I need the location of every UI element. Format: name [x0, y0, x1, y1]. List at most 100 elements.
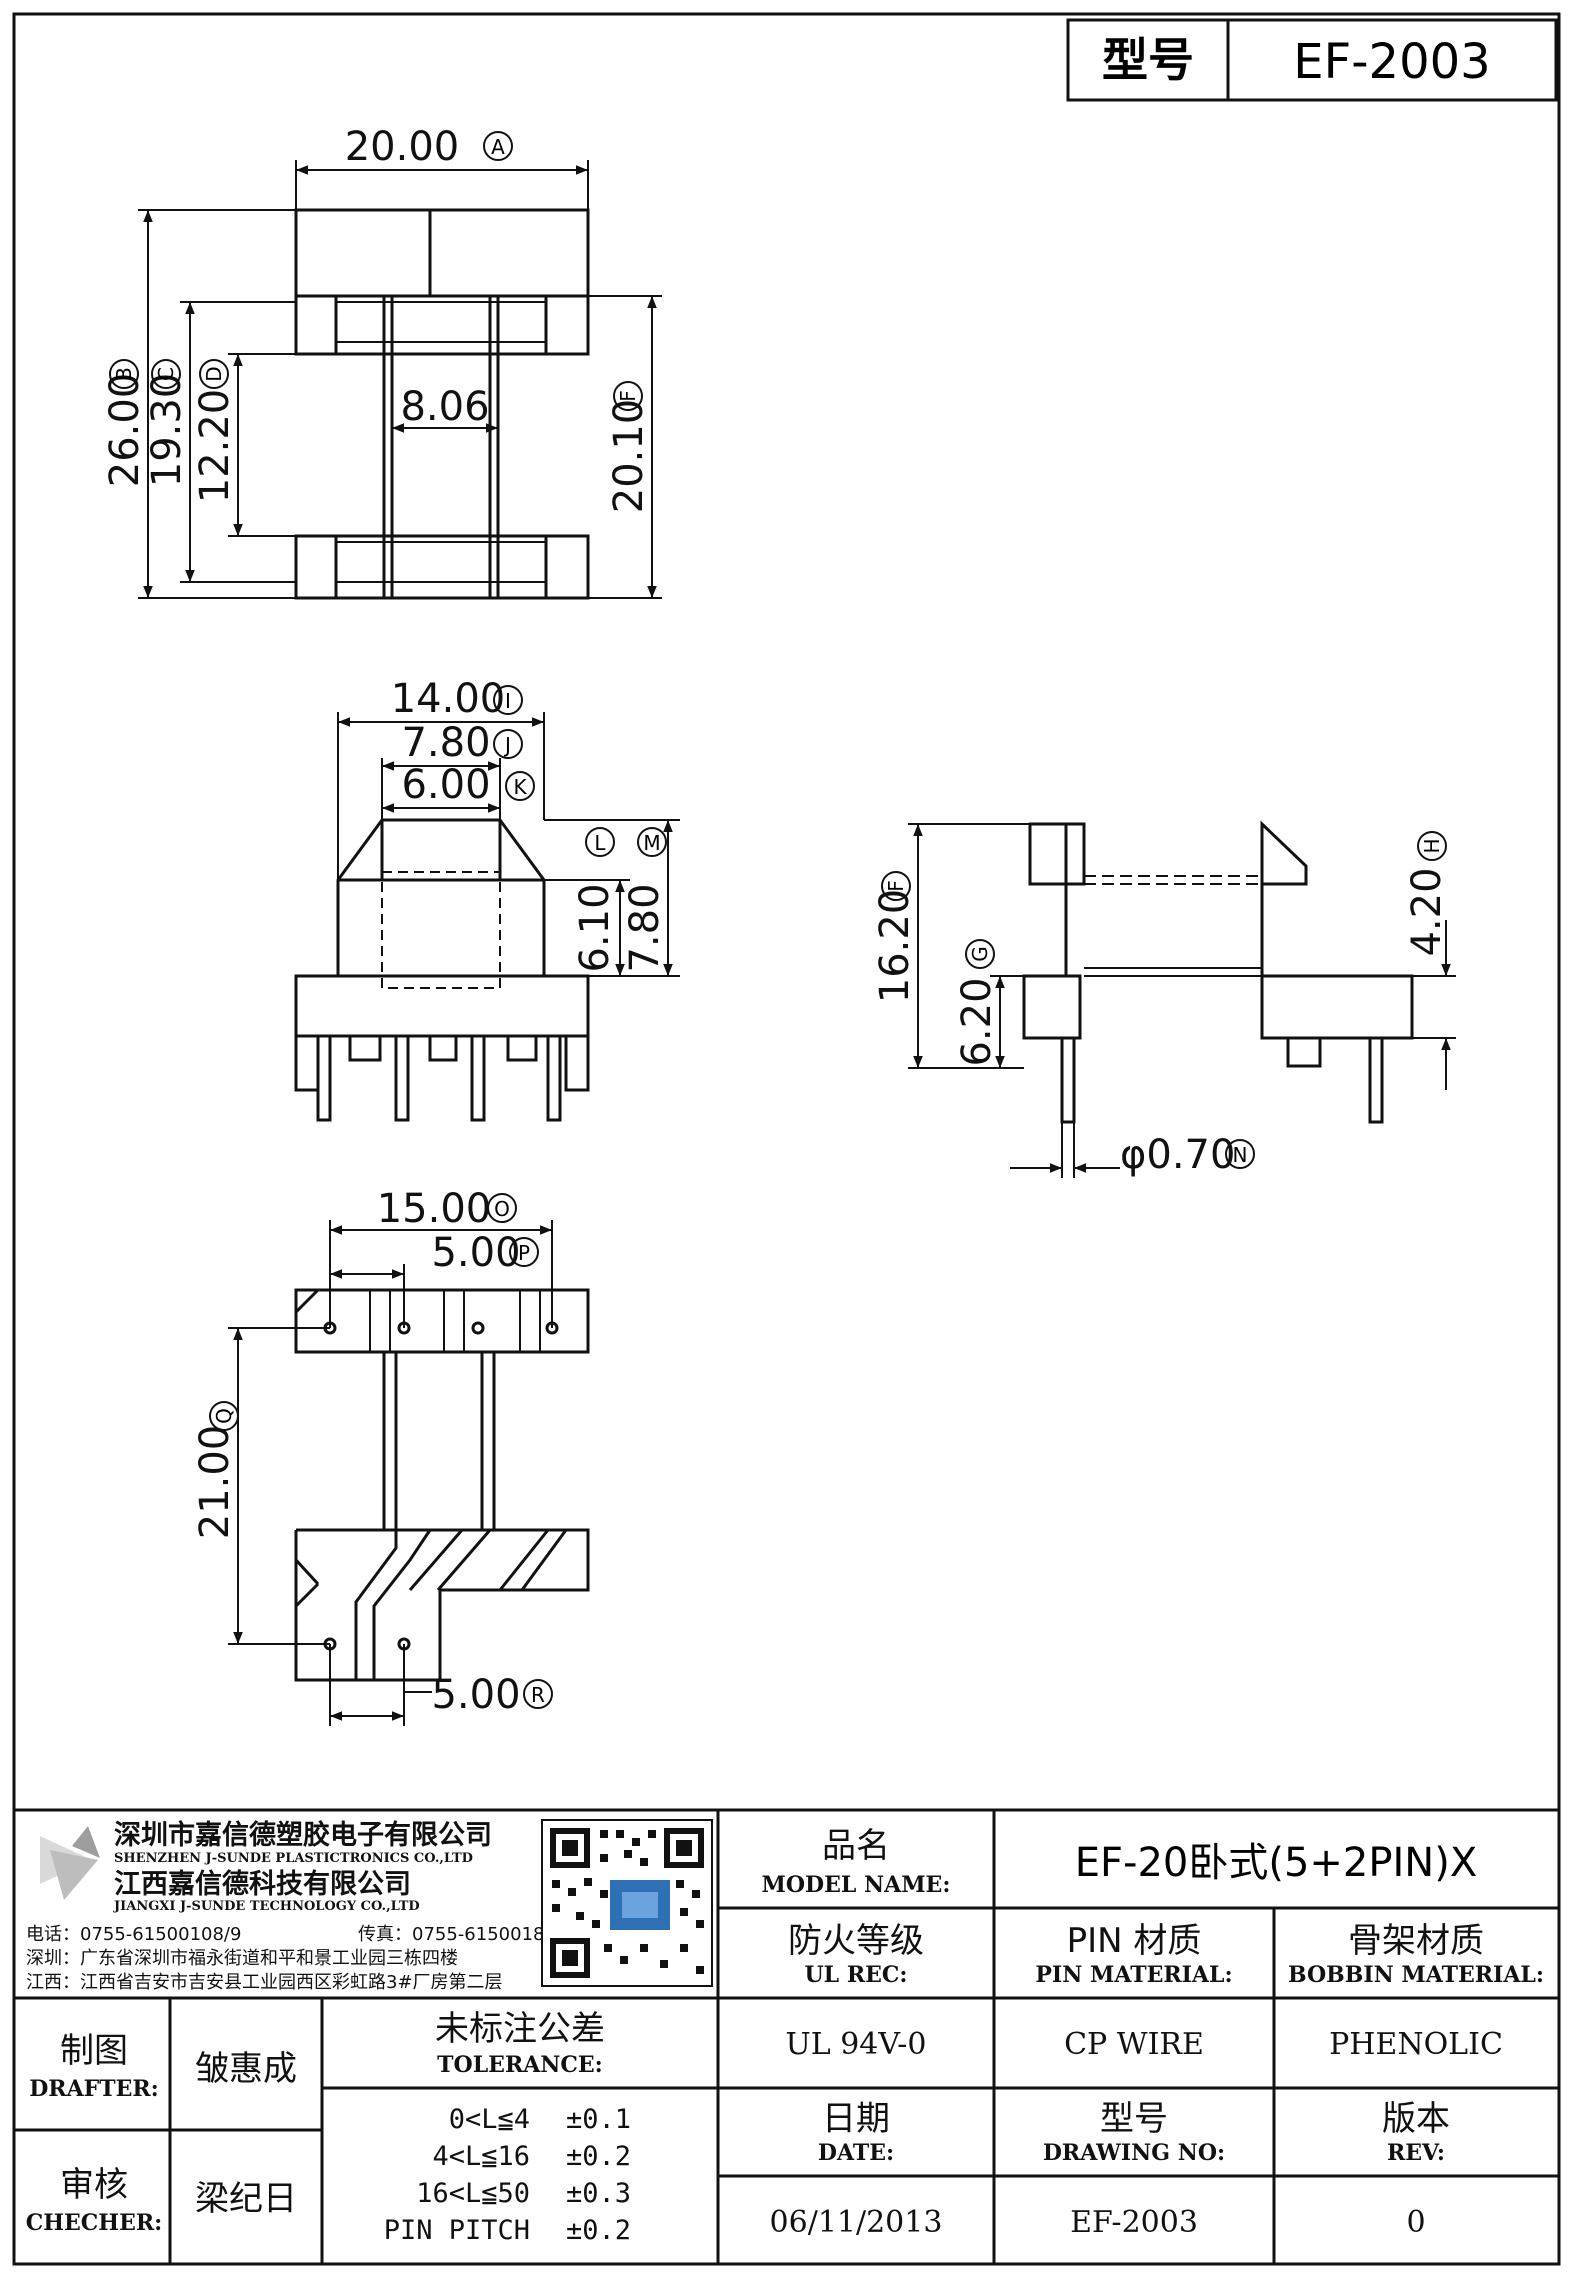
bottom-view [294, 1288, 590, 1682]
dim-L-letter: L [594, 831, 606, 855]
dim-L-value: 6.10 [572, 883, 618, 972]
dim-I-value: 14.00 [391, 676, 506, 722]
dim-L-balloon [585, 827, 615, 857]
drawing-no-label-zh: 型号 [1100, 2099, 1168, 2139]
tolerance-label-zh: 未标注公差 [435, 2009, 605, 2049]
ul-label-zh: 防火等级 [788, 1921, 924, 1961]
header-value: EF-2003 [1293, 34, 1490, 90]
dim-F-letter: F [616, 390, 640, 402]
dim-Q-balloon [209, 1401, 239, 1431]
dim-R-balloon [523, 1679, 553, 1709]
bottom-view-labels: 15.00 O 5.00 P Q 21.00 5.00 R [192, 1186, 553, 1718]
drawing-frame [12, 12, 1561, 2266]
header-label: 型号 [1102, 33, 1194, 87]
tol-range-2: 4<L≦16 [432, 2141, 530, 2172]
dim-F-value: 20.10 [606, 399, 652, 514]
checker-label-en: CHECHER: [26, 2210, 163, 2236]
dim-C-letter: C [154, 367, 178, 381]
dim-K-balloon [505, 771, 535, 801]
pin-material-label-zh: PIN 材质 [1067, 1921, 1202, 1961]
dim-J-letter: J [503, 733, 511, 757]
dim-F2-value: 16.20 [872, 889, 918, 1004]
dim-G-value: 6.20 [954, 977, 1000, 1066]
dim-G-letter: G [968, 946, 992, 962]
dim-O-letter: O [494, 1197, 510, 1221]
side-view [1022, 820, 1414, 1124]
dim-P-letter: P [518, 1241, 530, 1265]
company-name-1: 深圳市嘉信德塑胶电子有限公司 [114, 1819, 492, 1851]
header-box: 型号 EF-2003 [1066, 18, 1558, 102]
tol-value-4: ±0.2 [566, 2215, 631, 2246]
rev-value: 0 [1406, 2205, 1425, 2240]
dim-P-value: 5.00 [431, 1230, 520, 1276]
front-view-labels: 14.00 I 7.80 J 6.00 K L M 6.10 7.80 [391, 676, 668, 973]
drafter-label-zh: 制图 [60, 2031, 128, 2071]
dim-K-letter: K [513, 775, 527, 799]
company-name-2: 江西嘉信德科技有限公司 [114, 1869, 411, 1900]
dim-O-balloon [487, 1193, 517, 1223]
bobbin-material-label-en: BOBBIN MATERIAL: [1288, 1962, 1544, 1988]
dim-K-value: 6.00 [401, 762, 490, 808]
tol-range-4: PIN PITCH [384, 2215, 530, 2246]
company-phone: 电话：0755-61500108/9 [26, 1924, 241, 1945]
dim-G-balloon [965, 939, 995, 969]
company-addr-2: 江西：江西省吉安市吉安县工业园西区彩虹路3#厂房第二层 [26, 1972, 503, 1993]
rev-label-en: REV: [1387, 2140, 1445, 2166]
dim-M-balloon [637, 827, 667, 857]
top-view-dimensions [138, 160, 662, 599]
dim-D-balloon [199, 359, 229, 389]
drawing-no-label-en: DRAWING NO: [1043, 2140, 1225, 2166]
dim-J-balloon [493, 729, 523, 759]
dim-J-value: 7.80 [401, 720, 490, 766]
tol-value-2: ±0.2 [566, 2141, 631, 2172]
dim-C-balloon [151, 359, 181, 389]
tolerance-label-en: TOLERANCE: [437, 2052, 603, 2078]
dim-H-letter: H [1420, 838, 1444, 853]
checker-label-zh: 审核 [60, 2165, 128, 2205]
side-view-dimensions [908, 823, 1456, 1178]
dim-D-value: 12.20 [192, 389, 238, 504]
dim-I-balloon [493, 685, 523, 715]
company-en-1: SHENZHEN J-SUNDE PLASTICTRONICS CO.,LTD [114, 1851, 473, 1866]
model-value: EF-20卧式(5+2PIN)X [1075, 1840, 1477, 1886]
dim-F-balloon [613, 381, 643, 411]
dim-Q-value: 21.00 [192, 1425, 238, 1540]
title-block-grid [14, 1808, 1559, 2264]
company-en-2: JIANGXI J-SUNDE TECHNOLOGY CO.,LTD [113, 1899, 420, 1914]
company-addr-1: 深圳：广东省深圳市福永街道和平和景工业园三栋四楼 [26, 1948, 458, 1969]
date-label-en: DATE: [818, 2140, 894, 2166]
dim-B-balloon [109, 359, 139, 389]
dim-D-letter: D [202, 366, 226, 381]
drawing-no-value: EF-2003 [1070, 2205, 1198, 2240]
date-value: 06/11/2013 [770, 2205, 943, 2240]
dim-Q-letter: Q [212, 1408, 236, 1424]
tol-range-1: 0<L≦4 [449, 2104, 530, 2135]
pin-material-label-en: PIN MATERIAL: [1035, 1962, 1232, 1988]
dim-A-letter: A [491, 135, 505, 159]
bottom-view-dimensions [228, 1220, 553, 1726]
dim-H-balloon [1417, 831, 1447, 861]
drafter-value: 皱惠成 [195, 2049, 297, 2089]
ul-label-en: UL REC: [805, 1962, 908, 1988]
drafter-label-en: DRAFTER: [29, 2076, 159, 2102]
bobbin-material-label-zh: 骨架材质 [1348, 1921, 1484, 1961]
pin-material-value: CP WIRE [1064, 2027, 1204, 2062]
dim-A-value: 20.00 [345, 124, 460, 170]
rev-label-zh: 版本 [1382, 2099, 1450, 2139]
qr-code [541, 1819, 713, 1987]
company-fax: 传真：0755-61500185 [358, 1924, 556, 1945]
model-label-zh: 品名 [822, 1826, 890, 1866]
model-label-en: MODEL NAME: [762, 1872, 951, 1898]
title-block-text: 品名 MODEL NAME: EF-20卧式(5+2PIN)X 防火等级 UL … [26, 1826, 1544, 2246]
front-view [294, 818, 590, 1122]
side-view-labels: F 16.20 G 6.20 H 4.20 φ0.70 N [872, 831, 1450, 1178]
dim-I-letter: I [505, 689, 511, 713]
ul-value: UL 94V-0 [785, 2027, 926, 2062]
dim-B-letter: B [112, 367, 136, 381]
dim-N-balloon [1225, 1139, 1255, 1169]
bobbin-material-value: PHENOLIC [1329, 2027, 1503, 2062]
dim-C-value: 19.30 [144, 373, 190, 488]
checker-value: 梁纪日 [195, 2179, 297, 2219]
dim-N-letter: N [1233, 1143, 1248, 1167]
dim-E-value: 8.06 [400, 384, 489, 430]
